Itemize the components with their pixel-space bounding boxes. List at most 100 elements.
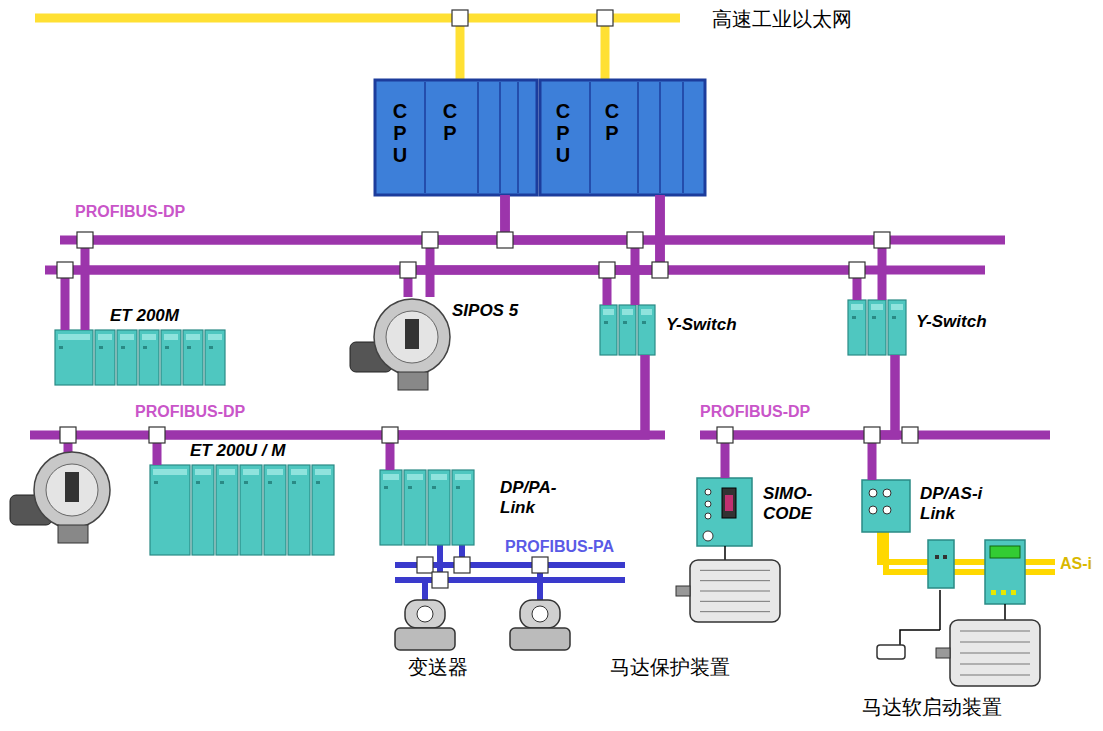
motor-fin (960, 664, 1030, 665)
bus-label: AS-i (1060, 555, 1092, 573)
transmitter-body (395, 628, 455, 650)
bus-connector (627, 232, 643, 248)
field-device: DP/AS-i Link (862, 480, 910, 532)
caption-label: 马达保护装置 (610, 654, 730, 681)
io-module (139, 330, 159, 385)
bus-connector (717, 427, 733, 443)
module-led (244, 481, 248, 484)
device-label: Y-Switch (916, 312, 987, 332)
bus-link (660, 195, 857, 300)
module-led (143, 346, 147, 349)
bus-connector (874, 232, 890, 248)
module-top (622, 309, 633, 315)
io-module (848, 300, 866, 355)
module-led (220, 481, 224, 484)
io-module (55, 330, 93, 385)
io-module (216, 465, 238, 555)
module-label: CPU (390, 100, 410, 166)
bus-connector (77, 232, 93, 248)
module-led (604, 321, 608, 324)
module-top (58, 334, 90, 340)
bus-connector (149, 427, 165, 443)
motor-fin (960, 653, 1030, 654)
bus-label: PROFIBUS-DP (135, 403, 245, 421)
module-top (383, 474, 399, 480)
module-top (267, 469, 283, 475)
transmitter-head (520, 600, 560, 628)
motor-fin (960, 675, 1030, 676)
io-module (150, 465, 190, 555)
bus-connector (400, 262, 416, 278)
bus-connector (60, 427, 76, 443)
bus-connector (454, 557, 470, 573)
module-led (59, 346, 63, 349)
field-device: ET 200M (55, 330, 240, 385)
device-label: ET 200U / M (190, 441, 285, 461)
module-top (641, 309, 652, 315)
module-top (871, 304, 883, 310)
bus-connector (652, 262, 668, 278)
bus-connector (597, 10, 613, 26)
module-top (153, 469, 187, 475)
device-label: ET 200M (110, 306, 179, 326)
plc-rack: CPUCP (540, 80, 705, 195)
bus-connector (417, 557, 433, 573)
actuator-display (65, 472, 79, 502)
module-led (642, 321, 646, 324)
io-module (452, 470, 474, 545)
field-device: SIPOS 5 (350, 297, 450, 390)
motor-fin (700, 570, 770, 571)
transmitter-dial (532, 606, 548, 622)
motor-shaft (676, 586, 690, 596)
io-module (868, 300, 886, 355)
module-led (384, 486, 388, 489)
motor-shaft (936, 648, 950, 658)
caption-label: 变送器 (408, 654, 468, 681)
module-led (408, 486, 412, 489)
motor-body (690, 560, 780, 622)
module-top (851, 304, 863, 310)
motor-fin (960, 642, 1030, 643)
module-label: CPU (553, 100, 573, 166)
io-module (380, 470, 402, 545)
bus-link (607, 195, 660, 305)
module-led (872, 316, 876, 319)
motor-fin (960, 631, 1030, 632)
bus-connector (382, 427, 398, 443)
field-device: Y-Switch (600, 305, 655, 355)
device-label: SIMO- CODE (763, 484, 821, 524)
motor-fin (700, 601, 770, 602)
io-module (888, 300, 906, 355)
bus-link (430, 195, 505, 297)
io-module (288, 465, 310, 555)
actuator-flange (398, 372, 428, 390)
bus-connector (532, 557, 548, 573)
module-top (208, 334, 222, 340)
bus-link (505, 195, 635, 305)
field-device: DP/PA- Link (380, 470, 475, 545)
module-led (165, 346, 169, 349)
module-top (164, 334, 178, 340)
module-led (268, 481, 272, 484)
plc-rack: CPUCP (375, 80, 537, 195)
actuator-cover (386, 311, 438, 363)
module-top (891, 304, 903, 310)
io-module (600, 305, 617, 355)
bus-connector (57, 262, 73, 278)
module-top (195, 469, 211, 475)
io-module (117, 330, 137, 385)
bus-connector (432, 572, 448, 588)
actuator-cover (46, 464, 98, 516)
bus-connector (422, 232, 438, 248)
module-top (407, 474, 423, 480)
io-module (619, 305, 636, 355)
bus-connector (497, 232, 513, 248)
module-top (243, 469, 259, 475)
module-led (196, 481, 200, 484)
actuator-flange (58, 525, 88, 543)
field-device: ET 200U / M (150, 465, 340, 555)
actuator-display (405, 319, 419, 349)
io-module (404, 470, 426, 545)
